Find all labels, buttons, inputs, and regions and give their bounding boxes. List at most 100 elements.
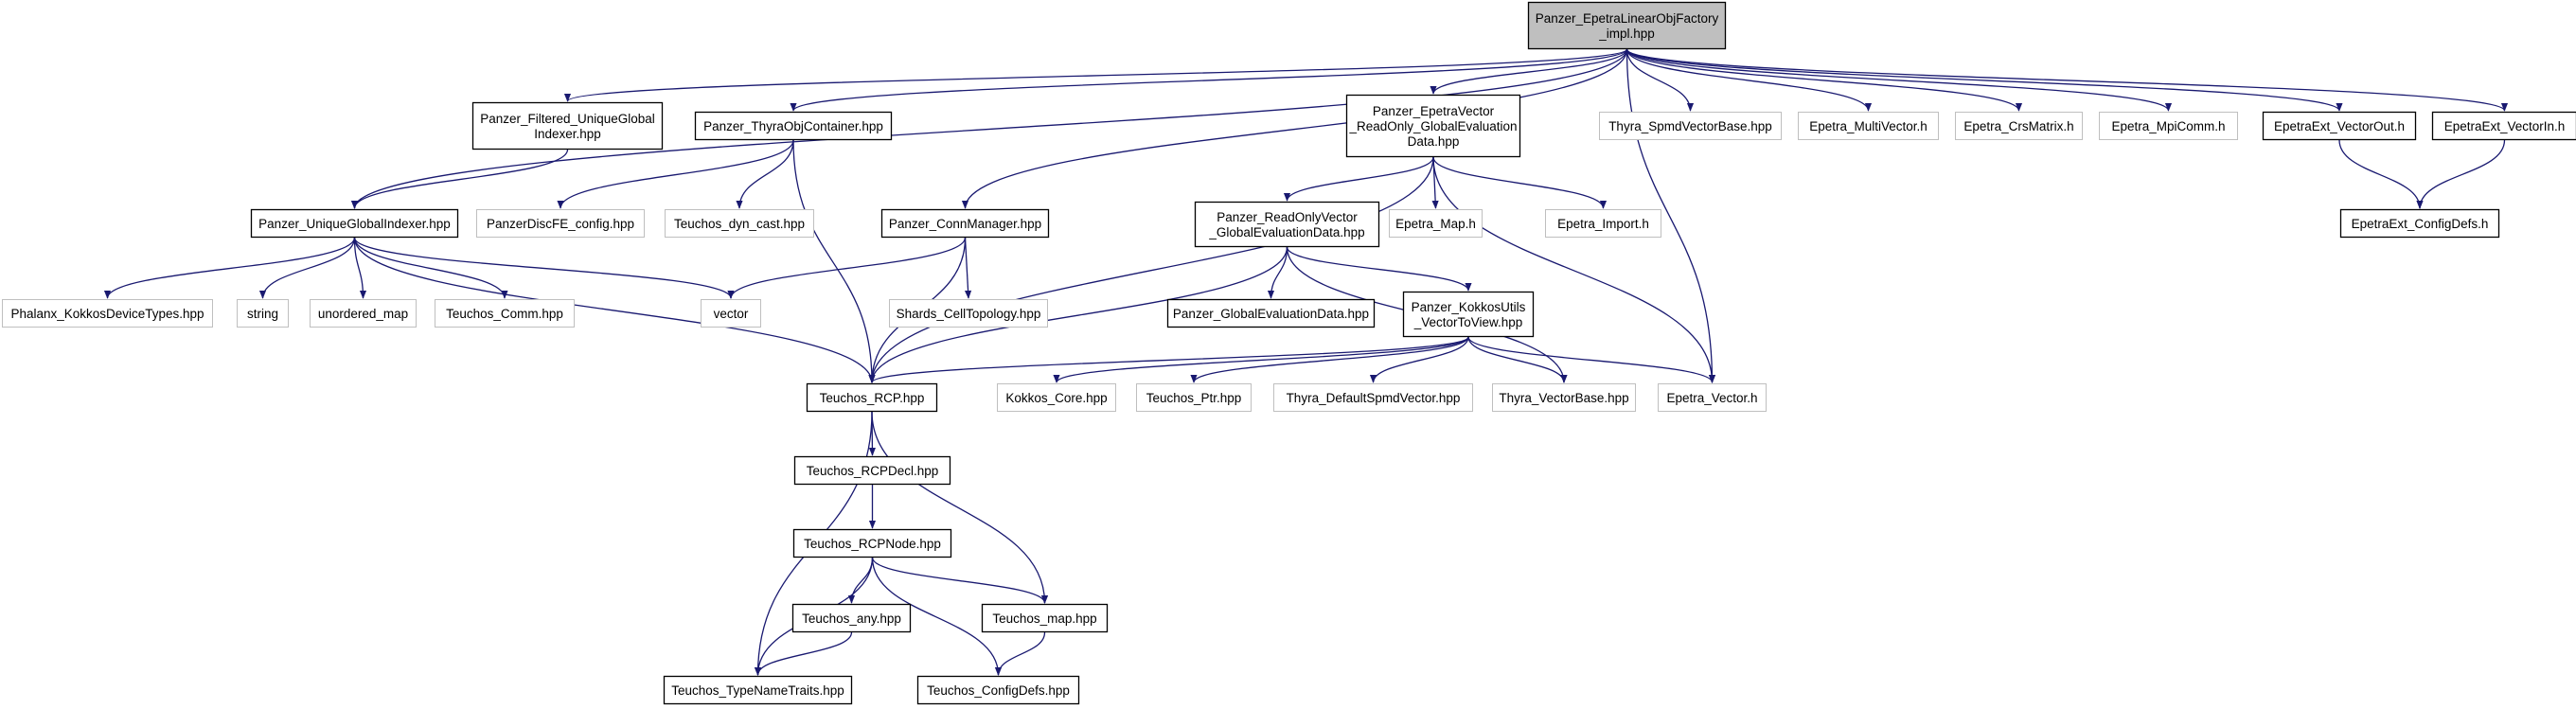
node-label-line: Thyra_DefaultSpmdVector.hpp	[1287, 391, 1461, 405]
edge-ugi-to-string	[258, 237, 356, 299]
node-box	[1166, 298, 1376, 328]
node-thyra-defaultspmdvector-hpp: Thyra_DefaultSpmdVector.hpp	[1273, 383, 1473, 412]
node-epetra-multivector-h: Epetra_MultiVector.h	[1798, 112, 1939, 140]
node-label-line: Shards_CellTopology.hpp	[897, 307, 1041, 321]
edge-kokkosutils-to-tptr	[1190, 336, 1469, 383]
node-label-line: Thyra_SpmdVectorBase.hpp	[1608, 119, 1772, 133]
edge-root-to-vecin	[1626, 48, 2508, 112]
node-epetraext-configdefs-h[interactable]: EpetraExt_ConfigDefs.h	[2339, 208, 2500, 239]
edge-kokkosutils-to-thyravecbase	[1467, 336, 1568, 383]
node-label-line: Teuchos_RCPDecl.hpp	[807, 464, 939, 478]
node-box	[1545, 209, 1661, 238]
edge-epvec-to-roved	[1283, 156, 1434, 202]
node-box	[1599, 112, 1782, 140]
node-label-line: Epetra_Map.h	[1395, 217, 1476, 231]
node-box	[2099, 112, 2238, 140]
node-box	[1527, 1, 1727, 50]
node-label-line: unordered_map	[318, 307, 408, 321]
node-label-line: _GlobalEvaluationData.hpp	[1208, 225, 1364, 239]
edge-tany-to-typenametraits	[754, 631, 853, 676]
node-panzer-connmanager-hpp[interactable]: Panzer_ConnManager.hpp	[880, 208, 1050, 239]
node-box	[1658, 383, 1767, 412]
node-teuchos-rcpdecl-hpp[interactable]: Teuchos_RCPDecl.hpp	[793, 455, 951, 486]
node-label-line: Epetra_CrsMatrix.h	[1963, 119, 2073, 133]
node-panzer-thyraobjcontainer-hpp[interactable]: Panzer_ThyraObjContainer.hpp	[694, 111, 893, 141]
node-teuchos-configdefs-hpp[interactable]: Teuchos_ConfigDefs.hpp	[916, 675, 1080, 705]
edge-roved-to-ged	[1267, 246, 1288, 299]
node-box	[997, 383, 1116, 412]
node-label-line: EpetraExt_ConfigDefs.h	[2352, 217, 2489, 231]
edge-tmap-to-tconfigdefs	[994, 631, 1046, 676]
node-box	[476, 209, 645, 238]
node-epetra-crsmatrix-h: Epetra_CrsMatrix.h	[1955, 112, 2083, 140]
node-box	[1955, 112, 2083, 140]
node-epetraext-vectorin-h[interactable]: EpetraExt_VectorIn.h	[2431, 111, 2576, 141]
edge-connmgr-to-shards	[964, 237, 972, 299]
edge-rcpnode-to-tconfigdefs	[871, 557, 1003, 676]
node-label-line: Epetra_Import.h	[1557, 217, 1649, 231]
node-label-line: Epetra_Vector.h	[1666, 391, 1757, 405]
edge-thyraobj-to-dyncast	[736, 139, 794, 209]
node-panzer-globalevaluationdata-hpp[interactable]: Panzer_GlobalEvaluationData.hpp	[1166, 298, 1376, 328]
edge-epvec-to-epimport	[1432, 156, 1608, 209]
node-epetraext-vectorout-h[interactable]: EpetraExt_VectorOut.h	[2262, 111, 2417, 141]
node-epetra-map-h: Epetra_Map.h	[1389, 209, 1483, 238]
edge-epvec-to-rcp	[868, 156, 1434, 383]
node-box	[981, 603, 1109, 633]
edge-root-to-multivec	[1626, 48, 1873, 112]
node-panzer-uniqueglobalindexer-hpp[interactable]: Panzer_UniqueGlobalIndexer.hpp	[250, 208, 459, 239]
node-box	[310, 299, 417, 328]
node-teuchos-comm-hpp: Teuchos_Comm.hpp	[435, 299, 575, 328]
node-label-line: Data.hpp	[1408, 134, 1460, 149]
node-panzer-kokkosutils-vectortoview-hpp[interactable]: Panzer_KokkosUtils_VectorToView.hpp	[1402, 291, 1535, 338]
node-label-line: Panzer_ConnManager.hpp	[889, 217, 1041, 231]
node-label-line: Panzer_UniqueGlobalIndexer.hpp	[258, 217, 451, 231]
node-label-line: Epetra_MultiVector.h	[1809, 119, 1928, 133]
node-panzer-filtered-uniqueglobalindexer-hpp[interactable]: Panzer_Filtered_UniqueGlobalIndexer.hpp	[471, 101, 664, 151]
node-label-line: EpetraExt_VectorOut.h	[2274, 119, 2405, 133]
edge-root-to-crsmatrix	[1626, 48, 2022, 112]
edge-kokkosutils-to-kokkoscore	[1053, 336, 1469, 383]
node-panzer-epetralinearobjfactory-impl-hpp[interactable]: Panzer_EpetraLinearObjFactory_impl.hpp	[1527, 1, 1727, 50]
node-panzer-readonlyvector-globalevaluationdata-hpp[interactable]: Panzer_ReadOnlyVector_GlobalEvaluationDa…	[1194, 201, 1380, 248]
node-box	[435, 299, 575, 328]
node-box	[792, 528, 952, 558]
node-label-line: Epetra_MpiComm.h	[2111, 119, 2225, 133]
node-box	[1798, 112, 1939, 140]
node-label-line: _impl.hpp	[1598, 27, 1655, 41]
edge-roved-to-kokkosutils	[1286, 246, 1472, 292]
edge-filtered-to-ugi	[350, 149, 569, 209]
edge-root-to-epvec	[1430, 48, 1628, 95]
edge-ugi-to-tcomm	[353, 237, 508, 299]
node-box	[793, 455, 951, 486]
node-teuchos-typenametraits-hpp[interactable]: Teuchos_TypeNameTraits.hpp	[663, 675, 853, 705]
node-panzerdiscfe-config-hpp: PanzerDiscFE_config.hpp	[476, 209, 645, 238]
node-kokkos-core-hpp: Kokkos_Core.hpp	[997, 383, 1116, 412]
edge-kokkosutils-to-epvector	[1467, 336, 1716, 383]
node-label-line: string	[247, 307, 278, 321]
node-label-line: Kokkos_Core.hpp	[1005, 391, 1107, 405]
edge-thyraobj-to-discfe	[557, 139, 794, 209]
edge-vecin-to-configdefs	[2416, 139, 2506, 209]
edge-root-to-thyraspmdbase	[1626, 48, 1695, 112]
node-label-line: Teuchos_any.hpp	[802, 612, 901, 626]
node-label-line: vector	[714, 307, 749, 321]
node-thyra-spmdvectorbase-hpp: Thyra_SpmdVectorBase.hpp	[1599, 112, 1782, 140]
node-label-line: _ReadOnly_GlobalEvaluation	[1348, 119, 1517, 133]
node-box	[791, 603, 912, 633]
node-teuchos-rcp-hpp[interactable]: Teuchos_RCP.hpp	[806, 382, 938, 413]
node-teuchos-map-hpp[interactable]: Teuchos_map.hpp	[981, 603, 1109, 633]
edge-rcpnode-to-tany	[847, 557, 874, 604]
node-teuchos-rcpnode-hpp[interactable]: Teuchos_RCPNode.hpp	[792, 528, 952, 558]
node-label-line: _VectorToView.hpp	[1413, 315, 1523, 329]
node-box	[880, 208, 1050, 239]
node-phalanx-kokkosdevicetypes-hpp: Phalanx_KokkosDeviceTypes.hpp	[2, 299, 213, 328]
node-box	[2, 299, 213, 328]
node-box	[2339, 208, 2500, 239]
edge-ugi-to-umap	[353, 237, 367, 299]
node-teuchos-any-hpp[interactable]: Teuchos_any.hpp	[791, 603, 912, 633]
node-box	[663, 675, 853, 705]
node-box	[237, 299, 289, 328]
node-panzer-epetravector-readonly-globalevaluationdata-hpp[interactable]: Panzer_EpetraVector_ReadOnly_GlobalEvalu…	[1345, 94, 1521, 158]
